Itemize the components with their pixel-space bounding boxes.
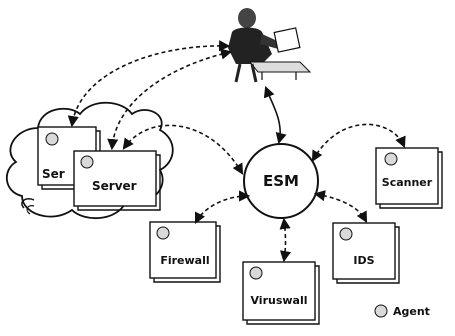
server-label-back: Ser <box>42 167 65 181</box>
server-node-front: Server <box>73 150 161 211</box>
connectors <box>67 40 406 263</box>
agent-icon <box>374 304 388 318</box>
agent-icon <box>80 155 94 169</box>
server-node-back: Ser <box>37 126 101 190</box>
connector-esm-firewall <box>194 190 251 225</box>
connector-esm-operator <box>263 85 287 145</box>
server-label-front: Server <box>92 179 137 193</box>
connector-esm-viruswall <box>279 217 291 263</box>
agent-icon <box>249 266 263 280</box>
scanner-label: Scanner <box>382 176 433 189</box>
viruswall-label: Viruswall <box>250 294 307 307</box>
legend-label: Agent <box>393 305 430 318</box>
connector-esm-server <box>122 124 244 175</box>
firewall-node: Firewall <box>149 221 221 283</box>
viruswall-node: Viruswall <box>242 261 320 325</box>
connector-operator-server-back <box>67 40 231 128</box>
legend: Agent <box>374 304 430 318</box>
agent-icon <box>45 132 59 146</box>
firewall-label: Firewall <box>160 254 209 267</box>
agent-icon <box>384 152 398 166</box>
agent-icon <box>156 226 170 240</box>
ids-label: IDS <box>353 254 374 267</box>
connector-esm-ids <box>313 190 368 223</box>
esm-label: ESM <box>263 172 299 190</box>
connector-esm-scanner <box>311 123 406 162</box>
ids-node: IDS <box>332 222 400 284</box>
esm-node: ESM <box>243 143 319 219</box>
connector-operator-server-front <box>107 48 233 151</box>
operator-at-desk-icon <box>228 8 312 83</box>
scanner-node: Scanner <box>375 147 443 209</box>
agent-icon <box>339 227 353 241</box>
